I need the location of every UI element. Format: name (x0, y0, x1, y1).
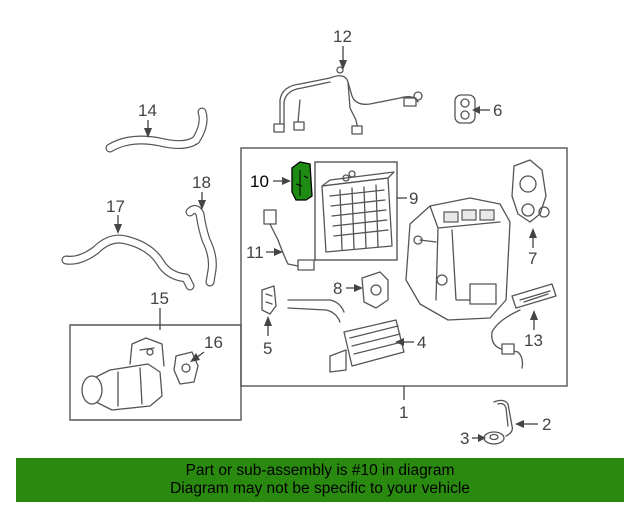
filter-13[interactable] (491, 283, 557, 369)
heater-housing (405, 197, 511, 321)
callout-3: 3 (460, 429, 469, 448)
heater-core-4[interactable] (287, 299, 405, 373)
actuator-8[interactable] (361, 271, 389, 309)
water-valve-15[interactable] (81, 337, 165, 411)
callout-15: 15 (150, 289, 169, 308)
heater-hose-14[interactable] (105, 107, 208, 153)
clip-5[interactable] (261, 285, 277, 315)
callout-4: 4 (417, 333, 426, 352)
wire-harness-12[interactable] (273, 66, 423, 135)
info-banner: Part or sub-assembly is #10 in diagram D… (16, 458, 624, 502)
callout-labels: 12 6 14 18 17 10 9 11 7 8 5 4 13 1 2 3 1… (106, 27, 551, 448)
callout-10: 10 (250, 172, 269, 191)
banner-line-1: Part or sub-assembly is #10 in diagram (185, 462, 455, 479)
leader-lines (114, 46, 538, 442)
tube-2[interactable] (493, 399, 514, 437)
callout-8: 8 (333, 279, 342, 298)
sensor-11[interactable] (263, 209, 315, 271)
grommet-6[interactable] (454, 94, 476, 124)
water-valve-frame (69, 324, 242, 421)
evaporator-9[interactable] (321, 170, 395, 253)
callout-11: 11 (246, 243, 264, 262)
callout-5: 5 (263, 339, 272, 358)
part-10-highlighted[interactable] (291, 161, 313, 201)
heater-hose-18[interactable] (185, 204, 217, 287)
evaporator-frame (314, 161, 398, 261)
grommet-3[interactable] (483, 431, 505, 445)
actuator-7[interactable] (511, 159, 550, 223)
callout-14: 14 (138, 101, 157, 120)
callout-12: 12 (333, 27, 352, 46)
callout-16: 16 (204, 333, 223, 352)
callout-7: 7 (528, 249, 537, 268)
callout-9: 9 (409, 189, 418, 208)
callout-2: 2 (542, 415, 551, 434)
callout-18: 18 (192, 173, 211, 192)
banner-line-2: Diagram may not be specific to your vehi… (170, 480, 470, 497)
callout-1: 1 (399, 403, 408, 422)
callout-6: 6 (493, 101, 502, 120)
callout-13: 13 (524, 331, 543, 350)
heater-hose-17[interactable] (61, 234, 195, 291)
callout-17: 17 (106, 197, 125, 216)
